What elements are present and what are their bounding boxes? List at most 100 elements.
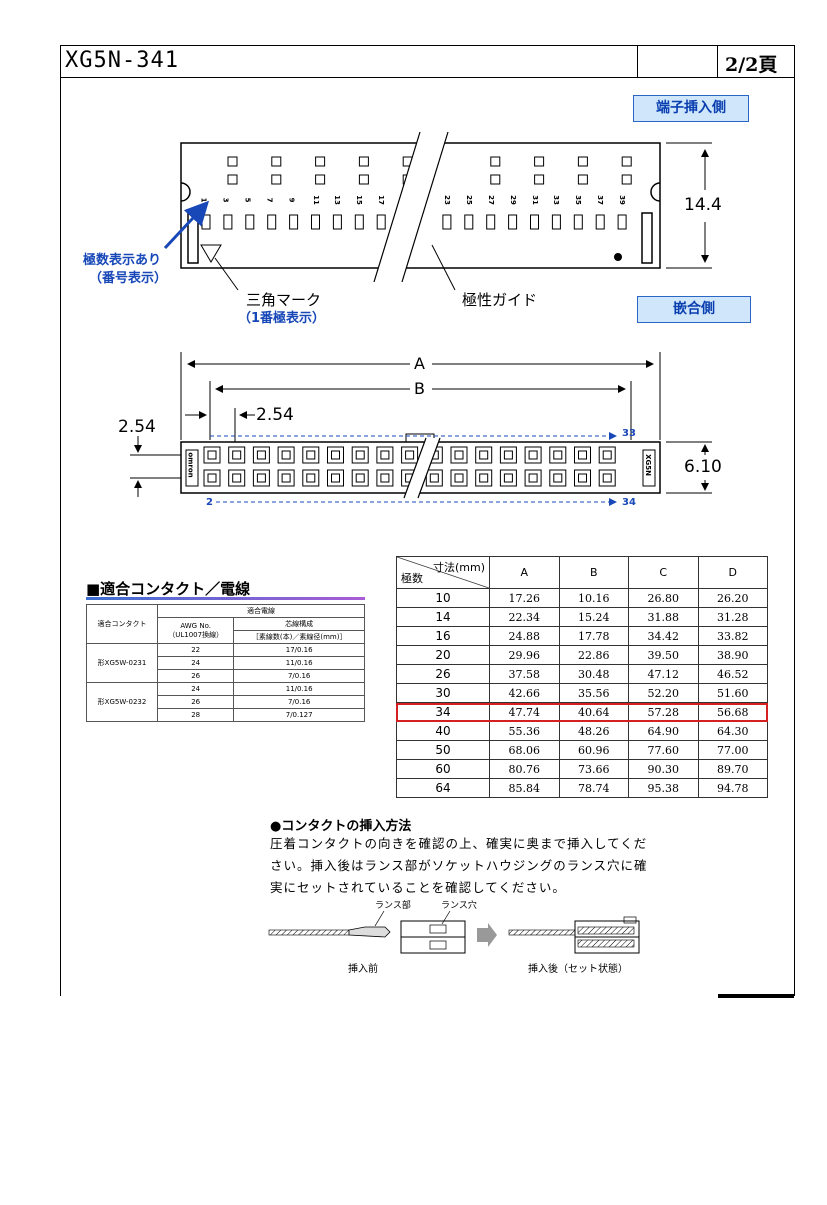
col-core: 芯線構成 bbox=[233, 617, 365, 631]
title-bar: XG5N-341 2/2頁 bbox=[60, 45, 795, 78]
col-wire: 適合電線 bbox=[157, 604, 365, 618]
footer-bar bbox=[718, 994, 794, 998]
contact-cavity-inner bbox=[528, 473, 538, 483]
title-divider bbox=[637, 45, 638, 77]
pin-socket bbox=[621, 156, 632, 167]
dim-cell: 15.24 bbox=[558, 607, 629, 627]
contact-cavity bbox=[203, 446, 221, 464]
table-cell: 26 bbox=[156, 669, 235, 683]
front-height-dim-label: 6.10 bbox=[684, 457, 722, 477]
contact-cavity-inner bbox=[454, 473, 464, 483]
dim-cell: 52.20 bbox=[628, 683, 699, 703]
terminal-side-tag: 端子挿入側 bbox=[633, 95, 749, 122]
pin-slot bbox=[595, 214, 605, 230]
contact-cavity-inner bbox=[429, 473, 439, 483]
col-d: D bbox=[697, 556, 768, 589]
page-frame bbox=[60, 45, 795, 996]
contact-cavity-inner bbox=[479, 450, 489, 460]
dim-cell: 37.58 bbox=[489, 664, 560, 684]
lance-part-label: ランス部 bbox=[375, 901, 411, 911]
pin-socket bbox=[358, 174, 369, 185]
poles-cell: 14 bbox=[396, 607, 490, 627]
dim-cell: 31.88 bbox=[628, 607, 699, 627]
contact-cavity bbox=[302, 446, 320, 464]
contact-cell: 形XG5W-0232 bbox=[86, 682, 158, 722]
contact-cavity-inner bbox=[528, 450, 538, 460]
contact-table-title: ■適合コンタクト／電線 bbox=[86, 580, 251, 598]
dim-cell: 29.96 bbox=[489, 645, 560, 665]
dim-cell: 51.60 bbox=[697, 683, 768, 703]
pin1-display-label: （1番極表示） bbox=[238, 311, 326, 326]
contact-cavity bbox=[574, 469, 591, 487]
table-cell: 24 bbox=[156, 656, 235, 670]
contact-cavity-inner bbox=[232, 450, 242, 460]
pin-socket bbox=[621, 174, 632, 185]
pitch-top-label: 2.54 bbox=[256, 405, 294, 425]
contact-cavity bbox=[499, 469, 517, 487]
contact-table: 適合コンタクト 適合電線 AWG No.（UL1007換線） 芯線構成 ［素線数… bbox=[86, 604, 365, 722]
contact-cavity bbox=[574, 446, 591, 464]
contact-cavity bbox=[228, 446, 246, 464]
table-cell: 26 bbox=[156, 695, 235, 709]
pin-slot bbox=[311, 214, 320, 230]
contact-cavity bbox=[401, 446, 419, 464]
contact-cavity-inner bbox=[578, 450, 587, 460]
dim-cell: 77.60 bbox=[628, 740, 699, 760]
dim-cell: 60.96 bbox=[558, 740, 629, 760]
contact-cavity bbox=[450, 469, 468, 487]
dim-cell: 47.74 bbox=[489, 702, 560, 722]
contact-cavity-inner bbox=[306, 450, 316, 460]
contact-cavity-inner bbox=[503, 473, 513, 483]
contact-cavity-inner bbox=[355, 473, 365, 483]
pin-number: 7 bbox=[265, 197, 274, 203]
table-cell: 7/0.127 bbox=[233, 708, 365, 722]
dim-cell: 47.12 bbox=[628, 664, 699, 684]
contact-cavity-inner bbox=[281, 473, 291, 483]
table-cell: 7/0.16 bbox=[233, 695, 365, 709]
pin-socket bbox=[490, 174, 501, 185]
pin-slot bbox=[289, 214, 299, 230]
contact-cavity-inner bbox=[207, 473, 217, 483]
contact-cavity-inner bbox=[331, 473, 340, 483]
contact-cavity-inner bbox=[479, 473, 489, 483]
pin-number: 25 bbox=[464, 195, 473, 205]
contact-cavity bbox=[598, 469, 616, 487]
pin-slot bbox=[551, 214, 561, 230]
pin-number: 27 bbox=[486, 195, 495, 205]
pin-slot bbox=[464, 214, 474, 230]
pin-number: 11 bbox=[311, 195, 320, 205]
pin-number: 17 bbox=[377, 195, 386, 205]
lance-hole-label: ランス穴 bbox=[441, 901, 477, 911]
dim-cell: 24.88 bbox=[489, 626, 560, 646]
pin-socket bbox=[534, 174, 545, 185]
dim-cell: 89.70 bbox=[697, 759, 768, 779]
dim-cell: 64.30 bbox=[697, 721, 768, 741]
poles-cell: 30 bbox=[396, 683, 490, 703]
number-display-label: （番号表示） bbox=[89, 271, 168, 286]
contact-cavity-inner bbox=[380, 450, 390, 460]
dim-cell: 35.56 bbox=[558, 683, 629, 703]
pin-number: 23 bbox=[442, 195, 451, 205]
pin-number: 5 bbox=[243, 197, 252, 203]
document-title: XG5N-341 bbox=[65, 48, 179, 73]
contact-cavity-inner bbox=[256, 473, 266, 483]
contact-cavity bbox=[252, 446, 270, 464]
contact-cavity bbox=[327, 469, 344, 487]
contact-cavity bbox=[228, 469, 246, 487]
brand-left-label: omron bbox=[186, 452, 195, 478]
poles-cell: 64 bbox=[396, 778, 490, 798]
pin-socket bbox=[490, 156, 501, 167]
triangle-mark-label: 三角マーク bbox=[246, 291, 322, 309]
pin-2-label: 2 bbox=[206, 497, 213, 508]
polarity-guide-label: 極性ガイド bbox=[462, 291, 538, 309]
contact-cavity-inner bbox=[256, 450, 266, 460]
dim-cell: 31.28 bbox=[697, 607, 768, 627]
pin-number: 3 bbox=[221, 197, 230, 203]
pin-number: 29 bbox=[508, 195, 517, 205]
